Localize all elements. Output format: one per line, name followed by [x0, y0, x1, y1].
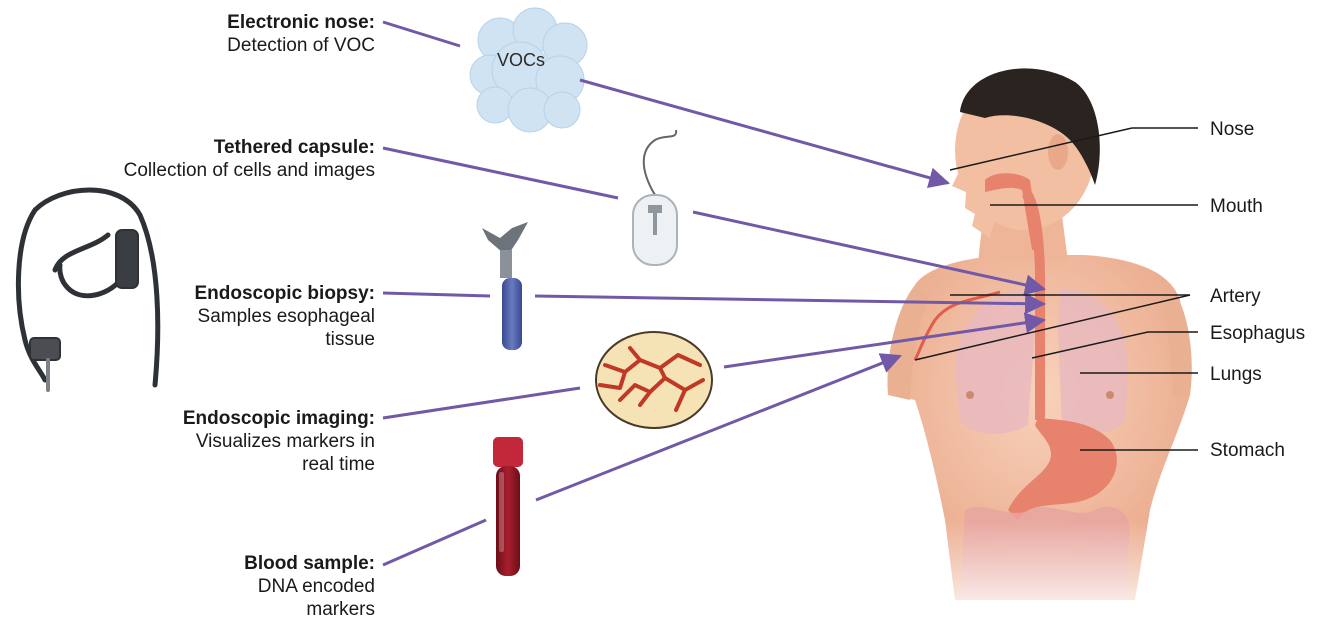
method-endoscopic-imaging: Endoscopic imaging: Visualizes markers i… — [165, 407, 375, 476]
endoscope-icon — [18, 190, 157, 390]
method-title: Endoscopic imaging: — [165, 407, 375, 430]
method-blood-sample: Blood sample: DNA encoded markers — [225, 552, 375, 621]
method-description: Collection of cells and images — [124, 159, 375, 182]
method-electronic-nose: Electronic nose: Detection of VOC — [227, 11, 375, 57]
method-tethered-capsule: Tethered capsule: Collection of cells an… — [124, 136, 375, 182]
method-description: Samples esophageal tissue — [170, 305, 375, 351]
label-nose: Nose — [1210, 119, 1254, 141]
method-title: Endoscopic biopsy: — [170, 282, 375, 305]
label-artery: Artery — [1210, 286, 1261, 308]
method-description: Visualizes markers in real time — [165, 430, 375, 476]
capsule-icon — [633, 130, 677, 265]
human-anatomy-icon — [870, 68, 1200, 627]
voc-cloud-label: VOCs — [497, 50, 545, 71]
label-stomach: Stomach — [1210, 440, 1285, 462]
method-description: Detection of VOC — [227, 34, 375, 57]
method-title: Tethered capsule: — [124, 136, 375, 159]
method-endoscopic-biopsy: Endoscopic biopsy: Samples esophageal ti… — [170, 282, 375, 351]
tissue-icon — [596, 332, 712, 428]
label-lungs: Lungs — [1210, 364, 1262, 386]
method-title: Blood sample: — [225, 552, 375, 575]
method-description: DNA encoded markers — [225, 575, 375, 621]
forceps-icon — [482, 222, 528, 350]
label-mouth: Mouth — [1210, 196, 1263, 218]
method-title: Electronic nose: — [227, 11, 375, 34]
blood-tube-icon — [493, 437, 523, 576]
label-esophagus: Esophagus — [1210, 323, 1305, 345]
